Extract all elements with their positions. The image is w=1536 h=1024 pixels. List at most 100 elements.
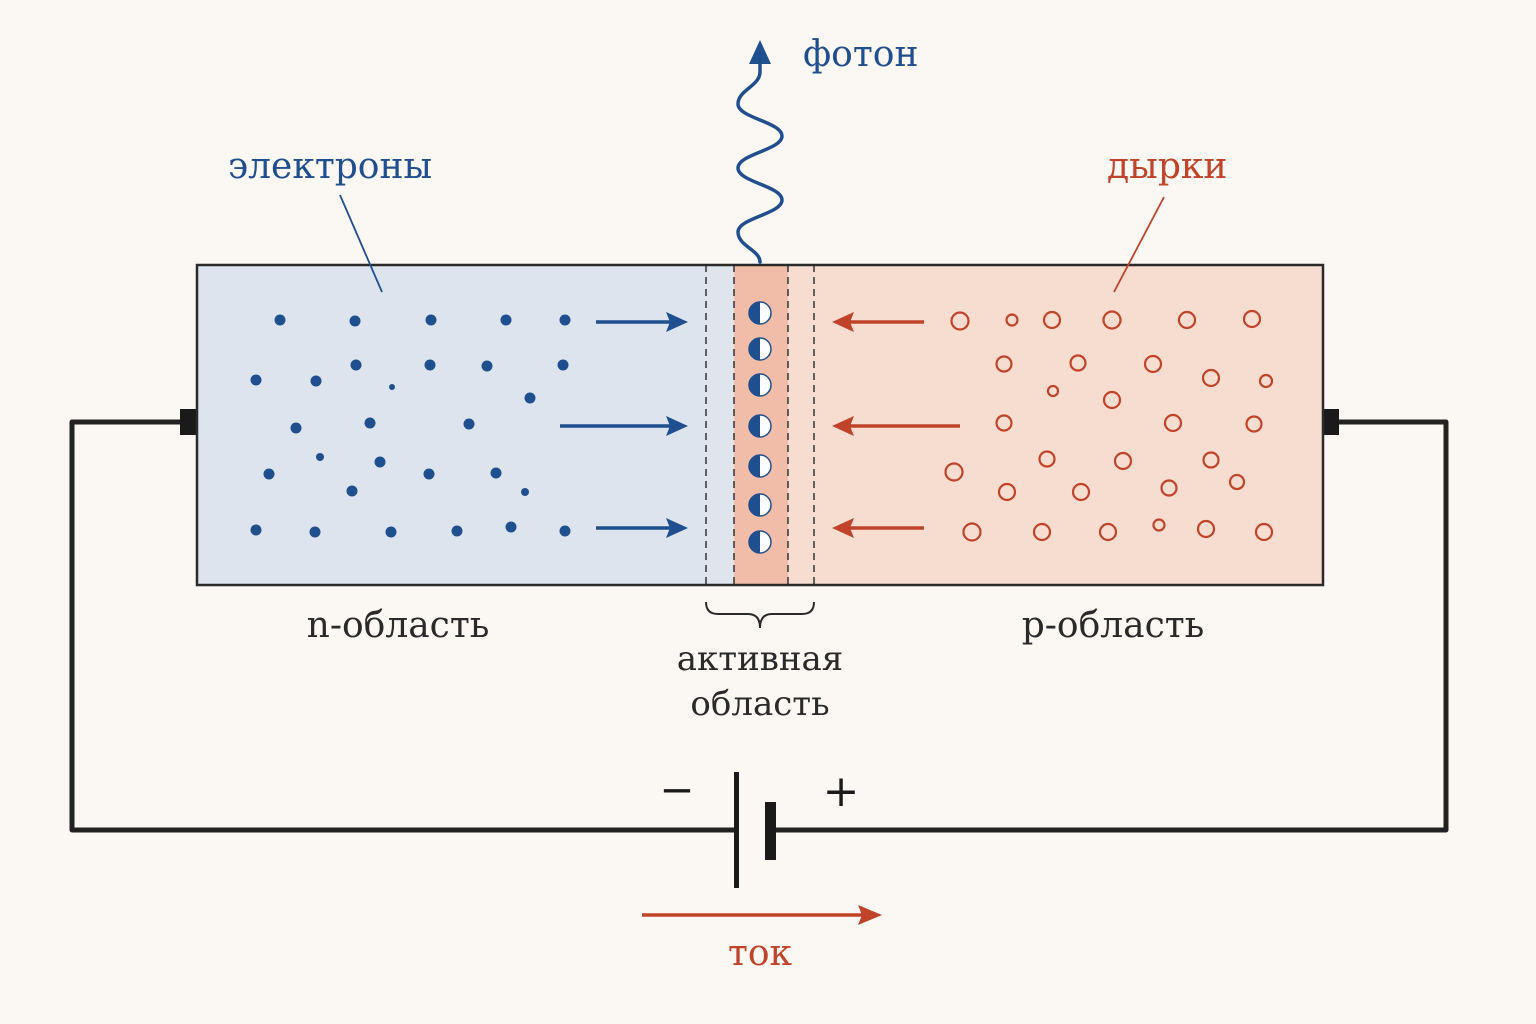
hole [1042, 310, 1062, 330]
electron [263, 468, 275, 480]
electron [425, 314, 437, 326]
hole [1163, 413, 1183, 433]
battery-minus-label: − [659, 765, 694, 814]
active-region-brace [705, 601, 815, 629]
hole [1177, 310, 1197, 330]
electron-flow-arrow [596, 312, 688, 332]
battery-icon [734, 772, 776, 888]
hole [1102, 310, 1122, 330]
hole [950, 311, 970, 331]
electrons-leader-line [339, 194, 383, 293]
electron [389, 384, 395, 390]
electron [349, 315, 361, 327]
hole [1202, 451, 1220, 469]
circuit-wire [69, 419, 1449, 833]
electron [463, 418, 475, 430]
hole [995, 414, 1013, 432]
electron-flow-arrows [560, 312, 688, 538]
electron [451, 525, 463, 537]
hole [1201, 368, 1221, 388]
recombination-pair [748, 530, 772, 554]
electron [316, 453, 324, 461]
hole [1160, 479, 1178, 497]
hole [1152, 518, 1166, 532]
electron [524, 392, 536, 404]
hole [1046, 384, 1060, 398]
electron [250, 374, 262, 386]
n-depletion-strip [706, 265, 734, 585]
electron [250, 524, 262, 536]
electron [274, 314, 286, 326]
electron [346, 485, 358, 497]
electron [350, 359, 362, 371]
electrons-group [250, 314, 571, 538]
n-region-label: n-область [307, 605, 490, 646]
hole [944, 462, 964, 482]
electron [310, 375, 322, 387]
electron [521, 488, 529, 496]
electron-flow-arrow [596, 518, 688, 538]
hole [1038, 450, 1056, 468]
electron [500, 314, 512, 326]
hole-flow-arrow [832, 312, 924, 332]
recombination-pair [748, 454, 772, 478]
holes-leader-line [1113, 196, 1165, 293]
hole-flow-arrow [832, 416, 960, 436]
holes-label: дырки [1107, 146, 1227, 187]
electron [385, 526, 397, 538]
electron-flow-arrow [560, 416, 688, 436]
recombination-carriers [748, 301, 772, 554]
hole [1258, 373, 1274, 389]
p-region-label: p-область [1022, 605, 1205, 646]
electron [481, 360, 493, 372]
electron [423, 468, 435, 480]
hole-flow-arrows [832, 312, 960, 538]
hole [1032, 522, 1052, 542]
active-region-label-line2: область [690, 684, 829, 724]
hole [995, 355, 1013, 373]
electron [424, 359, 436, 371]
electron [364, 417, 376, 429]
hole [1228, 473, 1246, 491]
electron [309, 526, 321, 538]
recombination-pair [748, 493, 772, 517]
hole [1242, 309, 1262, 329]
right-terminal [1323, 409, 1339, 435]
current-label: ток [728, 933, 793, 974]
hole [1254, 522, 1274, 542]
electron [559, 314, 571, 326]
device-outline [195, 263, 1325, 587]
hole [997, 482, 1017, 502]
hole [1005, 313, 1019, 327]
electron [374, 456, 386, 468]
hole [1196, 519, 1216, 539]
recombination-pair [748, 414, 772, 438]
hole [1071, 482, 1091, 502]
hole [1143, 354, 1163, 374]
photon-label: фотон [803, 34, 918, 75]
photon-icon [736, 40, 784, 264]
hole [962, 522, 982, 542]
electron [490, 467, 502, 479]
hole-flow-arrow [832, 518, 924, 538]
hole [1102, 390, 1122, 410]
current-arrow [642, 905, 882, 925]
hole [1098, 522, 1118, 542]
left-terminal [180, 409, 196, 435]
hole [1069, 354, 1087, 372]
electron [557, 359, 569, 371]
electron [290, 422, 302, 434]
hole [1113, 451, 1133, 471]
recombination-pair [748, 373, 772, 397]
junction-dashed-lines [705, 265, 815, 585]
recombination-pair [748, 337, 772, 361]
battery-plus-label: + [823, 766, 860, 817]
active-region-label-line1: активная [677, 639, 844, 679]
recombination-pair [748, 301, 772, 325]
electron [505, 521, 517, 533]
electron [559, 525, 571, 537]
holes-group [944, 309, 1274, 542]
hole [1245, 415, 1263, 433]
electrons-label: электроны [228, 146, 432, 187]
